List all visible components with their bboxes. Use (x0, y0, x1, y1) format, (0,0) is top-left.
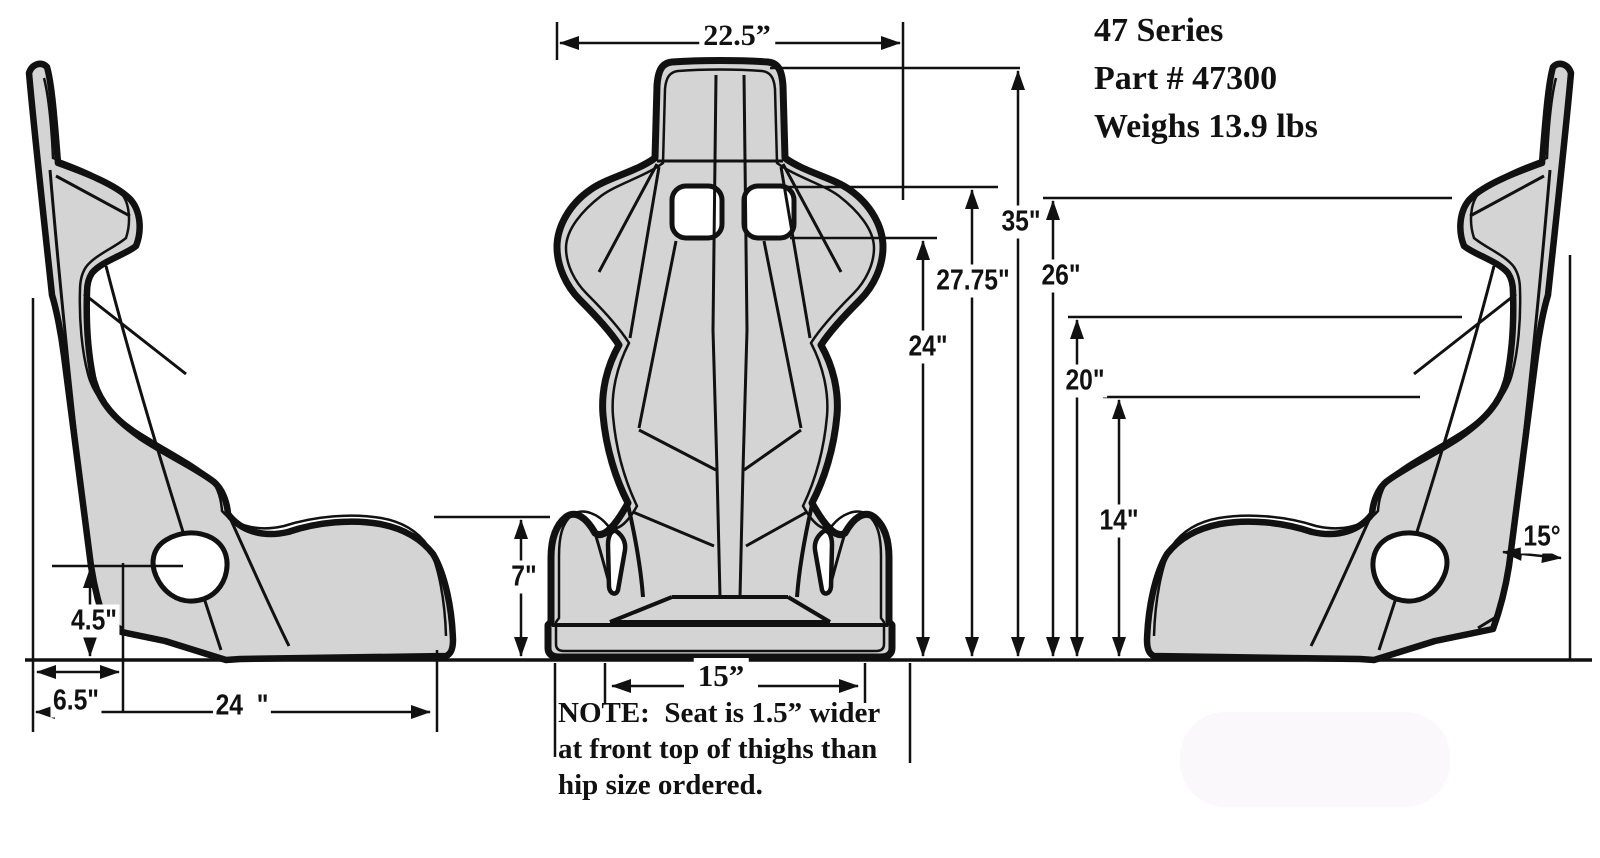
dimension-label-harness-hole-top: 27.75" (933, 264, 1013, 298)
wing-hole-right (812, 528, 835, 596)
dimension-label-top-width: 22.5” (699, 19, 775, 53)
seat-side-view-right (1147, 64, 1571, 660)
front-seat-side-seams (637, 240, 803, 429)
wing-hole-left (605, 528, 628, 596)
seat-side-view-left (29, 64, 453, 660)
front-seat-pan-seams (609, 595, 832, 624)
front-seat-center-seam-right (738, 74, 749, 598)
dimension-label-side-hole-height: 4.5" (68, 604, 120, 638)
dimension-label-cushion-side-height: 14" (1096, 504, 1142, 538)
front-seat-shoulder-seams (597, 163, 843, 339)
note-line-3: hip size ordered. (558, 769, 763, 801)
harness-hole-right (741, 183, 797, 241)
title-part-number: Part # 47300 (1094, 60, 1278, 97)
title-weight: Weighs 13.9 lbs (1094, 108, 1318, 145)
harness-hole-left (669, 183, 725, 241)
dim-line-15deg (1502, 546, 1562, 564)
front-seat-lip-line (554, 68, 886, 653)
dimension-label-rear-offset: 6.5" (50, 684, 102, 718)
dimension-label-seat-pan-width: 15” (693, 658, 749, 694)
seat-front-view (544, 57, 896, 661)
dimension-label-recline-angle: 15° (1520, 520, 1564, 554)
title-series: 47 Series (1094, 12, 1224, 49)
dimension-label-back-height: 26" (1038, 259, 1084, 293)
front-seat-chevron-seams (632, 428, 808, 548)
dimension-label-overall-depth: 24 " (213, 689, 271, 723)
dimension-label-overall-height: 35" (998, 205, 1044, 239)
dimension-label-shoulder-height: 20" (1062, 364, 1108, 398)
front-seat-bolster-edges (626, 504, 814, 598)
faint-watermark-blob (1180, 712, 1450, 807)
front-seat-center-seam-left (711, 74, 722, 598)
note-line-1: NOTE: Seat is 1.5” wider (558, 697, 881, 729)
dimension-label-harness-hole-bottom: 24" (905, 330, 951, 364)
dimension-label-front-lip-height: 7" (508, 560, 540, 594)
note-line-2: at front top of thighs than (558, 733, 878, 765)
